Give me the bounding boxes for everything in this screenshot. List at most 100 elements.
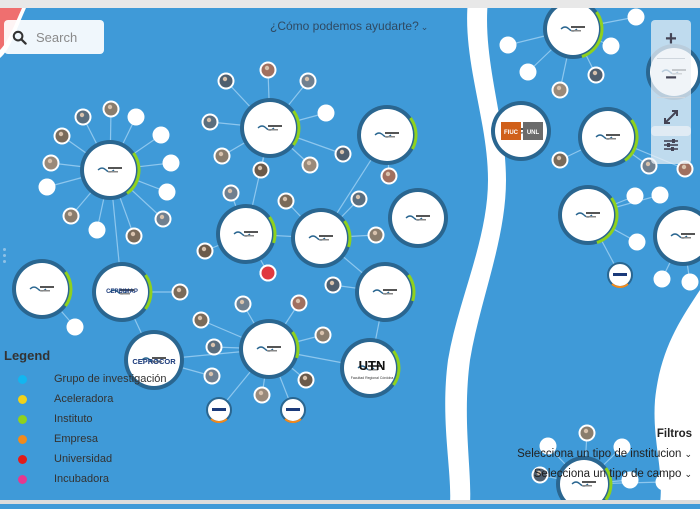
network-node[interactable] — [158, 183, 176, 201]
avatar-face — [176, 287, 182, 293]
avatar-node[interactable] — [297, 371, 315, 389]
network-node[interactable] — [127, 108, 145, 126]
institution-node[interactable] — [357, 105, 418, 165]
network-node[interactable] — [317, 104, 335, 122]
avatar-node[interactable] — [551, 81, 569, 99]
network-node[interactable] — [626, 187, 644, 205]
institution-node[interactable] — [653, 206, 700, 266]
avatar-node[interactable] — [203, 367, 221, 385]
avatar-node[interactable] — [299, 72, 317, 90]
institution-node[interactable] — [12, 259, 73, 319]
institution-node[interactable] — [124, 330, 184, 390]
filter-settings-button[interactable] — [651, 126, 691, 164]
network-node[interactable] — [499, 36, 517, 54]
avatar-node[interactable] — [53, 127, 71, 145]
avatar-node[interactable] — [234, 295, 252, 313]
avatar-node[interactable] — [213, 147, 231, 165]
network-node[interactable] — [88, 221, 106, 239]
avatar-node[interactable] — [607, 262, 633, 288]
avatar-node[interactable] — [42, 154, 60, 172]
institution-node[interactable] — [558, 185, 619, 245]
expand-icon — [664, 110, 678, 124]
avatar-node[interactable] — [102, 100, 120, 118]
node-progress — [210, 418, 228, 423]
avatar-node[interactable] — [259, 264, 277, 282]
institution-node[interactable] — [92, 262, 153, 322]
network-node[interactable] — [655, 473, 673, 491]
zoom-out-button[interactable]: − — [665, 66, 677, 89]
institution-node[interactable] — [240, 98, 301, 158]
institution-node[interactable] — [578, 107, 639, 167]
legend-label: Incubadora — [54, 473, 110, 485]
network-node[interactable] — [162, 154, 180, 172]
avatar-node[interactable] — [551, 151, 569, 169]
institution-node[interactable] — [80, 140, 141, 200]
institution-node[interactable] — [556, 456, 613, 509]
avatar-node[interactable] — [367, 226, 385, 244]
avatar-node[interactable] — [334, 145, 352, 163]
network-node[interactable] — [66, 318, 84, 336]
avatar-node[interactable] — [252, 161, 270, 179]
network-node[interactable] — [539, 437, 557, 455]
avatar-node[interactable] — [280, 397, 306, 423]
avatar-node[interactable] — [206, 397, 232, 423]
avatar-node[interactable] — [380, 167, 398, 185]
avatar-node[interactable] — [259, 61, 277, 79]
search-box[interactable] — [4, 20, 104, 54]
network-node[interactable] — [621, 471, 639, 489]
avatar-face — [67, 211, 73, 217]
fullscreen-button[interactable] — [651, 98, 691, 136]
avatar-node[interactable] — [324, 276, 342, 294]
avatar-node[interactable] — [314, 326, 332, 344]
avatar-node[interactable] — [277, 192, 295, 210]
institution-node[interactable] — [216, 204, 277, 264]
field-type-select[interactable]: Selecciona un tipo de campo⌄ — [517, 468, 692, 480]
institution-node[interactable] — [543, 0, 604, 59]
avatar-node[interactable] — [196, 242, 214, 260]
network-node[interactable] — [602, 37, 620, 55]
legend-label: Aceleradora — [54, 393, 114, 405]
logo-ceprocor: CEPROCOR — [132, 357, 176, 366]
avatar-node[interactable] — [676, 160, 694, 178]
avatar-node[interactable] — [578, 424, 596, 442]
avatar-node[interactable] — [205, 338, 223, 356]
network-node[interactable] — [628, 233, 646, 251]
avatar-node[interactable] — [587, 66, 605, 84]
avatar-node[interactable] — [125, 227, 143, 245]
network-node[interactable] — [653, 270, 671, 288]
help-dropdown[interactable]: ¿Cómo podemos ayudarte?⌄ — [270, 19, 428, 33]
network-node[interactable] — [519, 63, 537, 81]
avatar-node[interactable] — [74, 108, 92, 126]
avatar-node[interactable] — [290, 294, 308, 312]
side-drag-handle[interactable] — [3, 248, 7, 266]
network-node[interactable] — [651, 186, 669, 204]
institution-node[interactable] — [340, 338, 401, 398]
avatar-node[interactable] — [222, 184, 240, 202]
avatar-node[interactable] — [350, 190, 368, 208]
node-circle — [547, 3, 599, 55]
institution-node[interactable] — [355, 262, 416, 322]
avatar-node[interactable] — [201, 113, 219, 131]
network-node[interactable] — [627, 8, 645, 26]
institution-node[interactable] — [239, 319, 300, 379]
avatar-node[interactable] — [154, 210, 172, 228]
avatar-node[interactable] — [171, 283, 189, 301]
avatar-node[interactable] — [531, 466, 549, 484]
network-node[interactable] — [613, 438, 631, 456]
avatar-node[interactable] — [253, 386, 271, 404]
avatar-node[interactable] — [217, 72, 235, 90]
avatar-node[interactable] — [192, 311, 210, 329]
institution-type-select[interactable]: Selecciona un tipo de institucion⌄ — [517, 448, 692, 460]
search-input[interactable] — [34, 28, 100, 46]
zoom-in-button[interactable]: + — [665, 27, 677, 50]
network-node[interactable] — [681, 273, 699, 291]
institution-node[interactable] — [388, 188, 448, 248]
institution-node[interactable] — [291, 208, 352, 268]
node-circle — [681, 273, 699, 291]
avatar-node[interactable] — [301, 156, 319, 174]
network-node[interactable] — [152, 126, 170, 144]
network-node[interactable] — [38, 178, 56, 196]
avatar-node[interactable] — [62, 207, 80, 225]
